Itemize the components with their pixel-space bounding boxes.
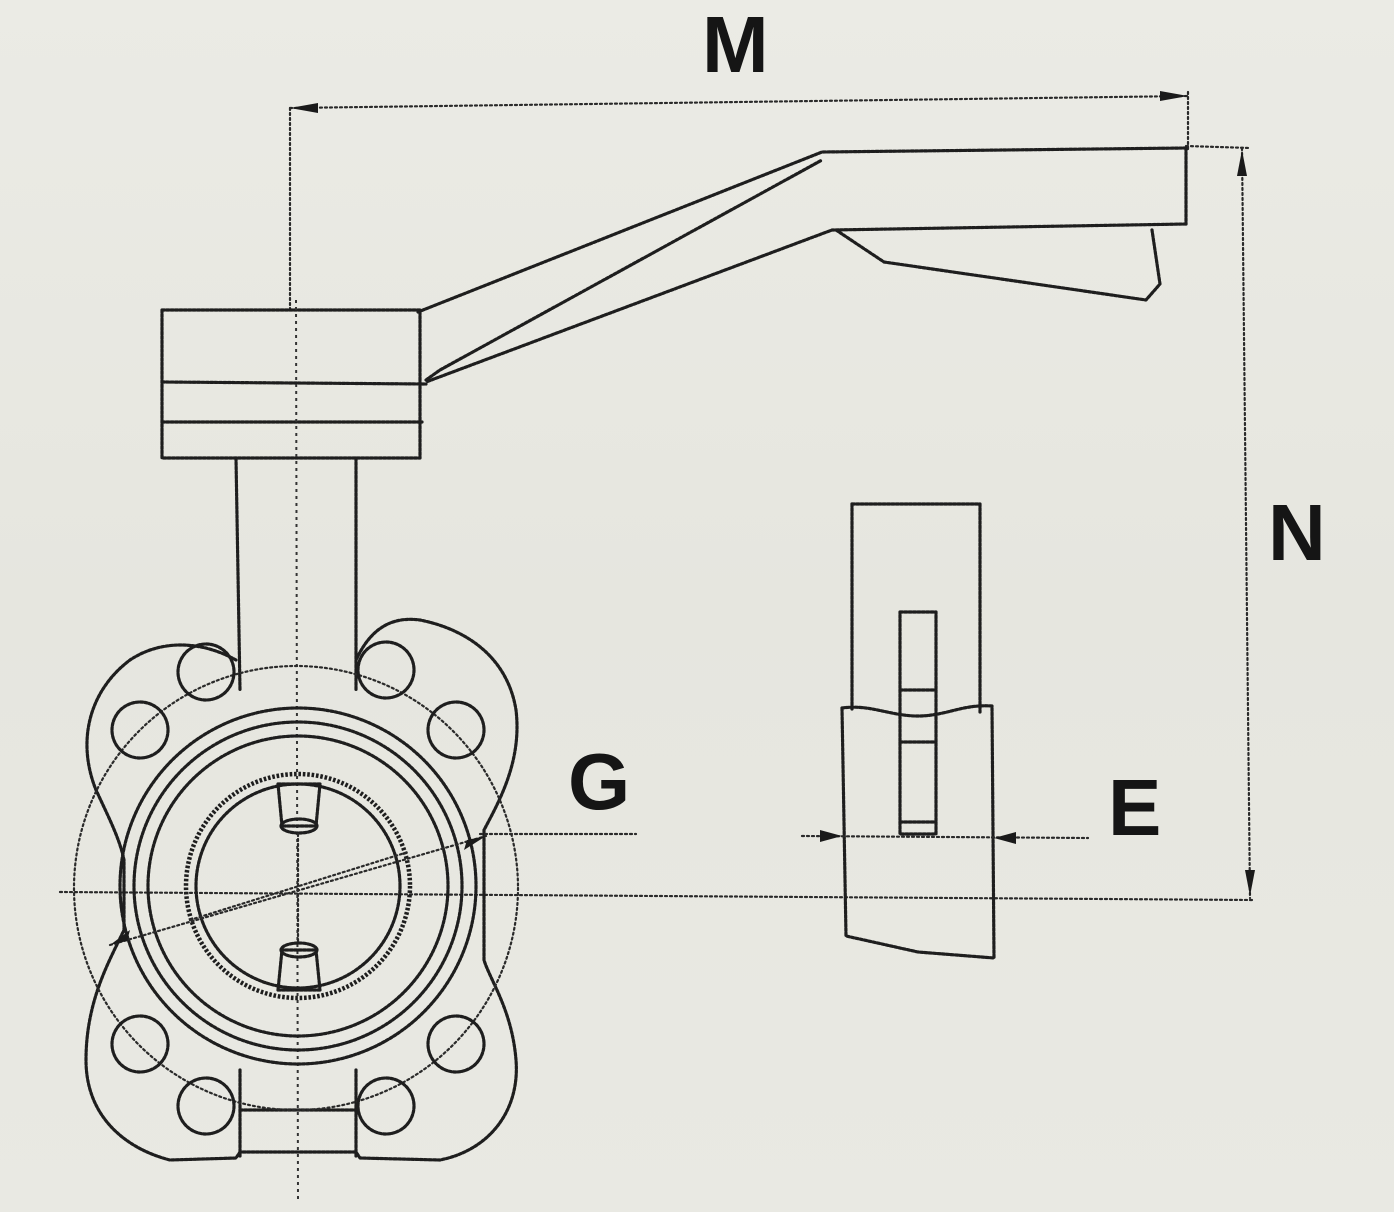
valve-disc: [188, 782, 410, 992]
dimension-e: [800, 830, 1090, 844]
bolt-hole: [356, 640, 416, 700]
bolt-holes: [110, 640, 486, 1136]
dimension-n: [58, 144, 1256, 902]
bolt-hole: [110, 1014, 170, 1074]
bolt-circle: [72, 664, 520, 1112]
dimension-m: [288, 90, 1190, 314]
bolt-hole: [110, 700, 170, 760]
dimension-label-m: M: [702, 0, 769, 89]
valve-neck: [234, 456, 358, 692]
bolt-hole: [356, 1076, 416, 1136]
side-view: [840, 502, 996, 960]
handle-head: [160, 308, 428, 460]
bore-rings: [118, 706, 478, 1066]
dimension-g: [108, 832, 638, 947]
dimension-label-g: G: [568, 737, 631, 826]
lever-handle: [416, 146, 1188, 384]
dimension-label-n: N: [1268, 488, 1326, 577]
bolt-hole: [176, 642, 236, 702]
bolt-hole: [426, 1014, 486, 1074]
bolt-hole: [176, 1076, 236, 1136]
dimension-label-e: E: [1108, 763, 1162, 852]
bolt-hole: [426, 700, 486, 760]
